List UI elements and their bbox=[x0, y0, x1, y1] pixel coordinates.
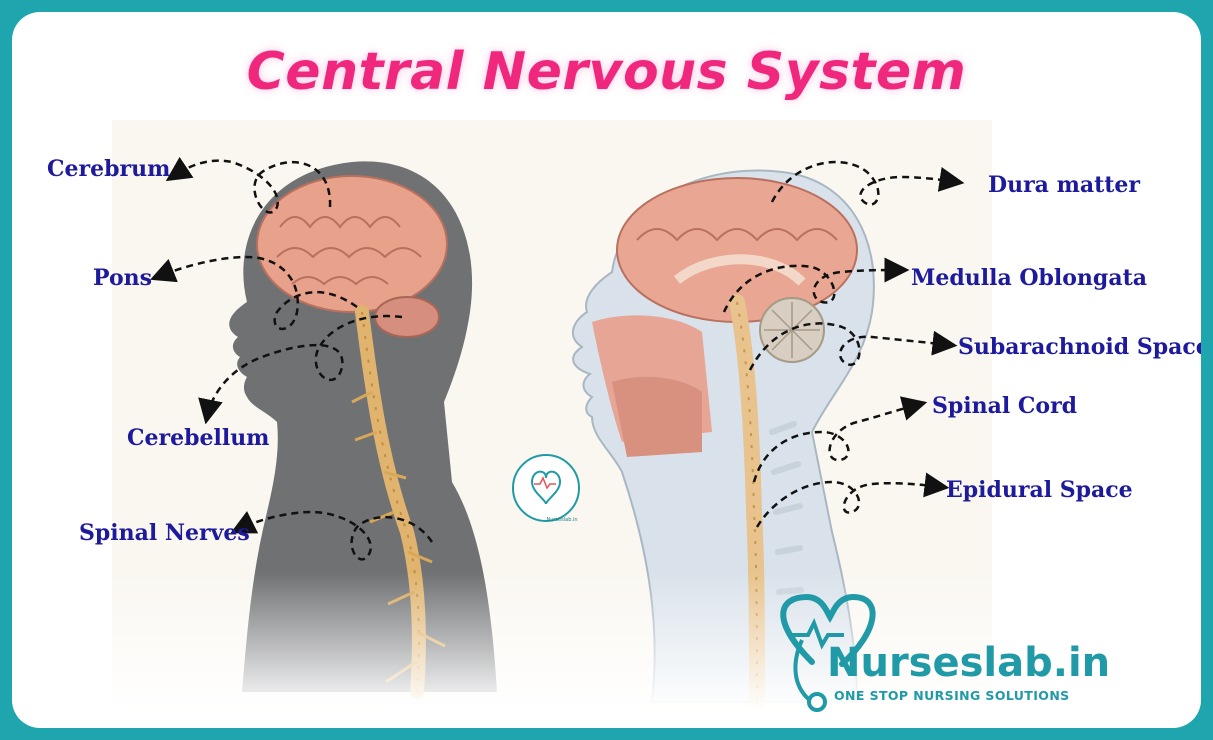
label-pons: Pons bbox=[93, 265, 153, 291]
label-subarachnoid-space: Subarachnoid Space bbox=[958, 334, 1201, 360]
label-epidural-space: Epidural Space bbox=[946, 477, 1133, 503]
brand-name: Nurseslab.in bbox=[827, 640, 1111, 686]
label-spinal-nerves: Spinal Nerves bbox=[79, 520, 250, 546]
diagram-card: Central Nervous System Cerebrum Pons Cer… bbox=[12, 12, 1201, 728]
heart-stethoscope-logo-icon bbox=[780, 593, 876, 712]
illustration bbox=[112, 120, 992, 712]
label-spinal-cord: Spinal Cord bbox=[932, 393, 1078, 419]
arrow-dura-matter bbox=[770, 160, 965, 206]
arrow-cerebrum bbox=[165, 156, 332, 214]
right-head-section bbox=[572, 169, 875, 710]
label-cerebrum: Cerebrum bbox=[47, 156, 171, 182]
arrow-pons bbox=[150, 255, 358, 331]
label-medulla-oblongata: Medulla Oblongata bbox=[911, 265, 1147, 291]
page-title: Central Nervous System bbox=[246, 42, 967, 102]
stamp-text: Nurseslab.in bbox=[546, 517, 578, 523]
label-dura-matter: Dura matter bbox=[988, 172, 1141, 198]
arrow-spinal-nerves bbox=[230, 510, 434, 561]
stamp-logo bbox=[512, 454, 580, 522]
arrow-epidural bbox=[755, 472, 950, 528]
arrow-subarachnoid bbox=[748, 322, 958, 371]
brand-tagline: ONE STOP NURSING SOLUTIONS bbox=[834, 688, 1070, 703]
label-cerebellum: Cerebellum bbox=[127, 425, 270, 451]
arrow-medulla bbox=[722, 257, 910, 313]
